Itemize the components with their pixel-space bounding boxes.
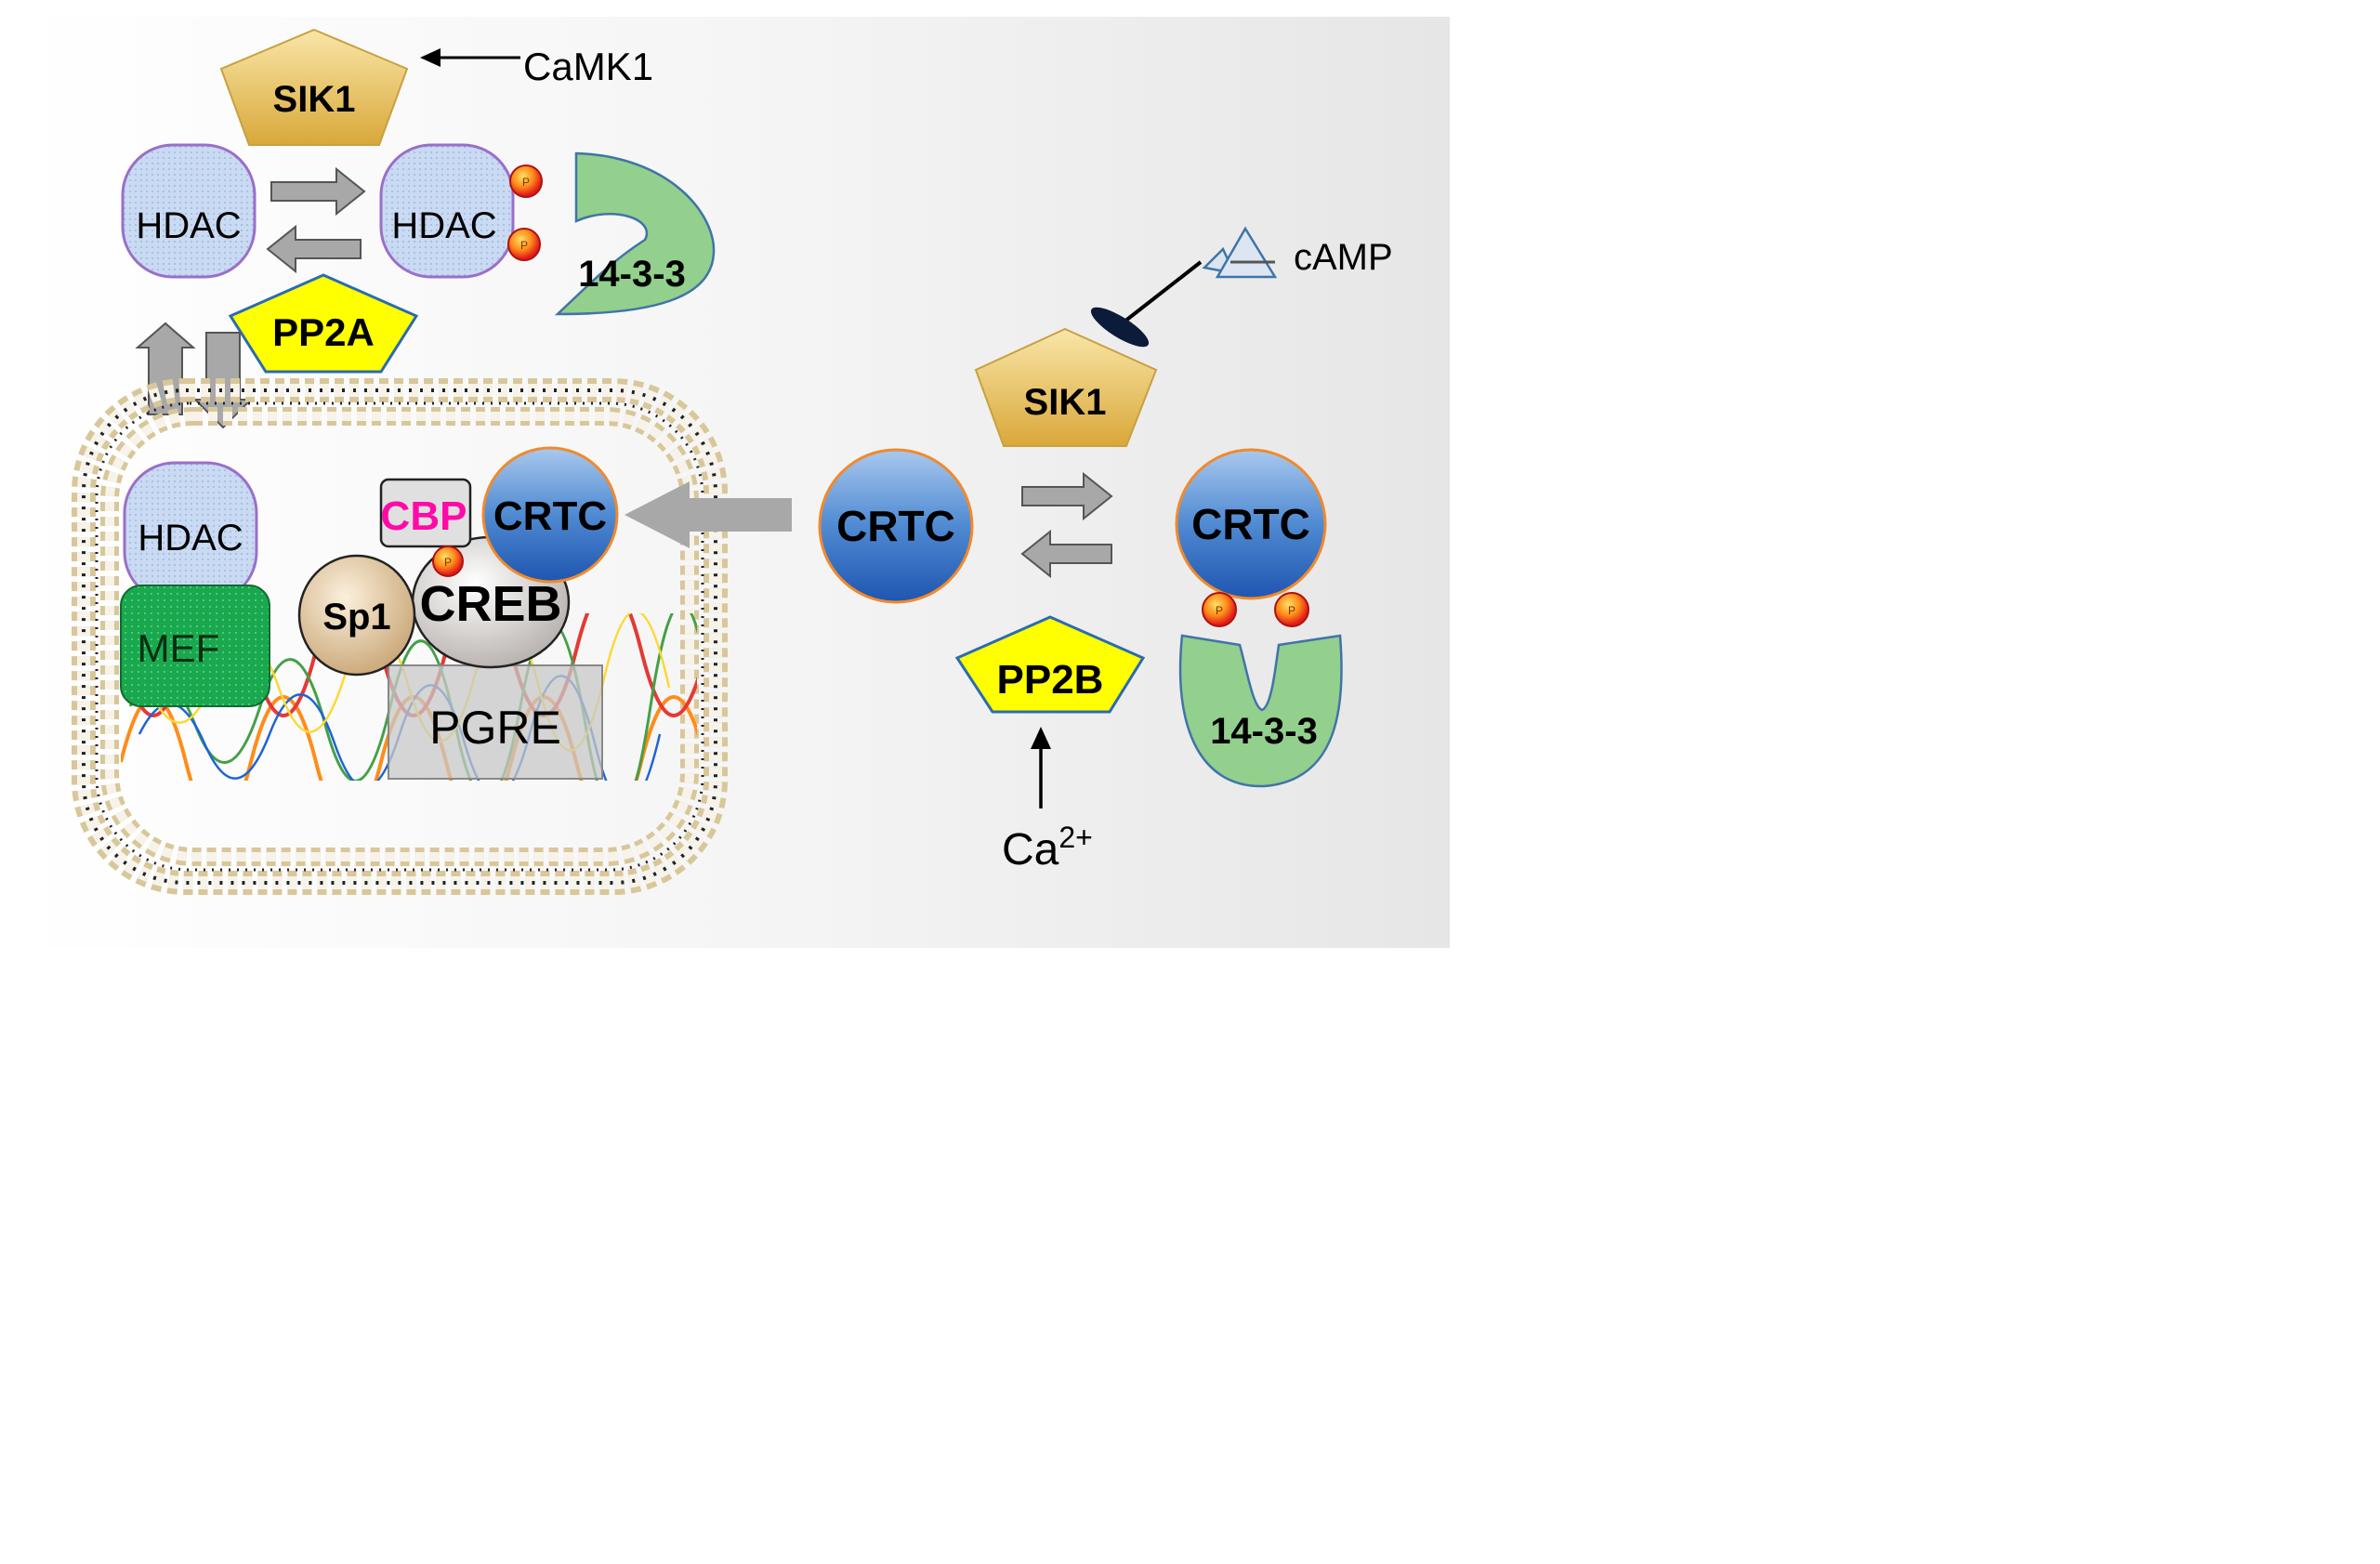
phospho-marker — [1202, 592, 1237, 627]
pp2a-phosphatase — [228, 273, 419, 374]
hdac-right-label: HDAC — [391, 205, 496, 246]
hdac-left — [121, 143, 256, 279]
crtc-dephosphorylation-arrow — [1020, 529, 1112, 579]
diagram-canvas: SIK1 CaMK1 HDAC HDAC P P 14-3-3 PP2A PGR… — [19, 17, 1450, 948]
hdac-dephosphorylation-arrow — [266, 224, 362, 274]
hdac-right — [379, 143, 515, 279]
pgre-label: PGRE — [429, 702, 561, 754]
calcium-symbol: Ca — [1002, 825, 1059, 874]
phospho-marker — [432, 545, 464, 577]
hdac-nuclear-label: HDAC — [138, 518, 243, 559]
creb-label: CREB — [419, 576, 561, 632]
protein-14-3-3-right — [1178, 634, 1343, 788]
pp2b-label: PP2B — [997, 657, 1104, 703]
sp1-factor — [297, 554, 416, 677]
protein-14-3-3-right-label: 14-3-3 — [1210, 711, 1318, 752]
phospho-marker-label: P — [1216, 604, 1223, 617]
phospho-marker-label: P — [520, 239, 528, 252]
camp-label: cAMP — [1294, 237, 1393, 278]
crtc-nuclear-label: CRTC — [493, 493, 607, 539]
camp-inhibition-bar — [1090, 307, 1150, 348]
crtc-right — [1175, 448, 1327, 600]
camk1-arrowhead — [420, 48, 440, 67]
protein-14-3-3-top-label: 14-3-3 — [578, 254, 686, 295]
phospho-marker-label: P — [444, 556, 452, 569]
phospho-marker-label: P — [522, 176, 530, 189]
phospho-marker — [1274, 592, 1309, 627]
sp1-label: Sp1 — [322, 597, 390, 637]
calcium-label: Ca2+ — [1002, 821, 1093, 874]
phospho-marker — [509, 164, 543, 198]
mef-label: MEF — [138, 626, 220, 670]
sik1-right-kinase — [974, 327, 1158, 447]
pp2b-phosphatase — [954, 615, 1146, 714]
pathway-diagram: SIK1 CaMK1 HDAC HDAC P P 14-3-3 PP2A PGR… — [0, 0, 1457, 958]
sik1-top-label: SIK1 — [273, 79, 356, 120]
pp2a-label: PP2A — [272, 310, 375, 354]
crtc-right-label: CRTC — [1191, 500, 1310, 548]
crtc-nuclear — [481, 446, 619, 584]
camk1-label: CaMK1 — [523, 45, 653, 88]
cbp-coactivator — [379, 478, 472, 548]
crtc-nuclear-import-arrow — [625, 481, 792, 548]
phospho-marker-label: P — [1288, 604, 1295, 617]
crtc-mid-label: CRTC — [836, 502, 955, 550]
phospho-marker — [507, 228, 541, 261]
crtc-mid — [818, 448, 974, 604]
nuclear-membrane — [72, 378, 728, 895]
crtc-phosphorylation-arrow — [1021, 471, 1113, 521]
calcium-charge: 2+ — [1059, 821, 1092, 854]
camp-icon — [1215, 226, 1278, 279]
camp-inhibition-line — [1123, 260, 1203, 323]
sik1-top-kinase — [219, 28, 409, 146]
mef-factor — [120, 585, 270, 707]
ca-arrowhead — [1031, 727, 1051, 749]
protein-14-3-3-top — [554, 151, 716, 316]
hdac-phosphorylation-arrow — [270, 166, 366, 217]
hdac-left-label: HDAC — [136, 205, 241, 246]
cbp-label: CBP — [381, 493, 467, 539]
sik1-right-label: SIK1 — [1024, 382, 1107, 423]
